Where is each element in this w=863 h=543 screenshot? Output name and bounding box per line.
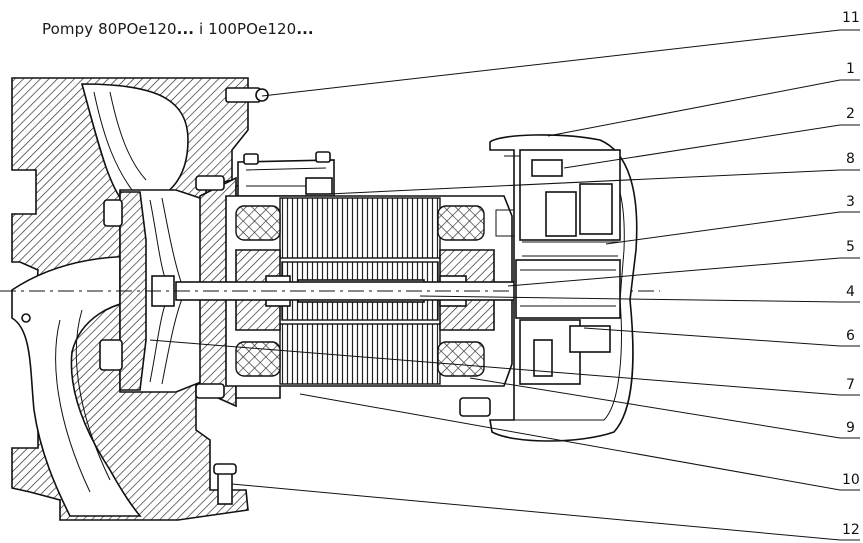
title-dots-2: ... [296, 20, 314, 38]
callout-6: 6 [846, 328, 855, 344]
leader-11 [261, 29, 841, 97]
callout-5: 5 [846, 239, 855, 255]
drain-screw [213, 463, 237, 505]
callout-1: 1 [846, 61, 855, 77]
leader-8 [327, 169, 841, 195]
leader-10 [299, 393, 841, 491]
callout-3: 3 [846, 194, 855, 210]
leader-1 [547, 79, 841, 137]
impeller [99, 189, 207, 393]
callout-10: 10 [842, 472, 860, 488]
top-terminal-box [237, 151, 335, 197]
leader-6 [583, 327, 841, 347]
callout-numbers: 11 1 2 8 3 5 4 6 7 9 10 12 [842, 10, 860, 538]
diagram-title: Pompy 80POe120... i 100POe120... [42, 20, 314, 38]
title-middle: i 100POe120 [194, 20, 297, 38]
electronics-module [459, 134, 638, 442]
vent-screw [225, 87, 269, 103]
leader-2 [563, 124, 841, 169]
leader-4 [419, 295, 841, 303]
title-dots-1: ... [176, 20, 195, 38]
leader-5 [507, 257, 841, 287]
callout-7: 7 [846, 377, 855, 393]
callout-4: 4 [846, 284, 855, 300]
leader-lines [149, 29, 860, 541]
leader-12 [231, 483, 841, 541]
title-prefix: Pompy 80POe120 [42, 20, 177, 38]
callout-8: 8 [846, 151, 855, 167]
callout-9: 9 [846, 420, 855, 436]
leader-3 [605, 211, 841, 245]
callout-12: 12 [842, 522, 860, 538]
leader-7 [149, 339, 841, 396]
callout-2: 2 [846, 106, 855, 122]
callout-11: 11 [842, 10, 860, 26]
leader-9 [469, 377, 841, 439]
